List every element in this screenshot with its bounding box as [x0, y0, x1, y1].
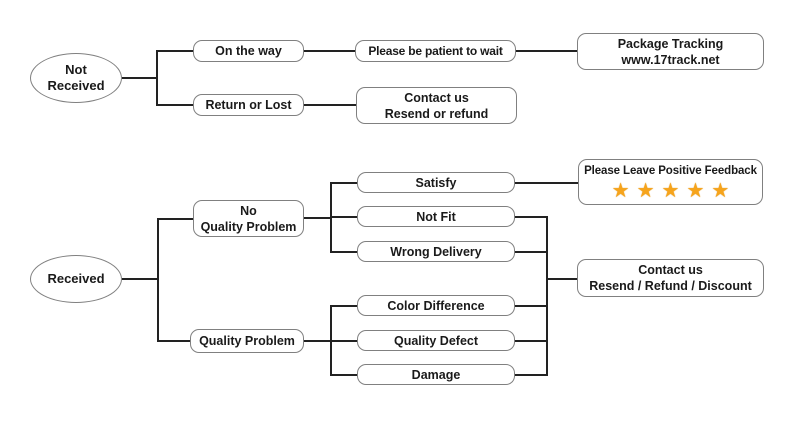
node-not-fit: Not Fit: [357, 206, 515, 227]
connector-line: [122, 77, 156, 79]
node-label: Resend or refund: [384, 106, 489, 121]
node-not-received: Not Received: [30, 53, 122, 103]
node-return-or-lost: Return or Lost: [193, 94, 304, 116]
connector-line: [515, 216, 546, 218]
connector-line: [156, 104, 193, 106]
node-received: Received: [30, 255, 122, 303]
connector-line: [515, 251, 546, 253]
node-package-tracking: Package Tracking www.17track.net: [577, 33, 764, 70]
node-label: Quality Problem: [200, 219, 297, 234]
connector-line: [156, 51, 158, 106]
connector-line: [304, 340, 330, 342]
connector-line: [330, 305, 357, 307]
connector-line: [515, 374, 546, 376]
connector-line: [546, 278, 577, 280]
node-contact-resend-refund-discount: Contact us Resend / Refund / Discount: [577, 259, 764, 297]
connector-line: [330, 340, 357, 342]
node-on-the-way: On the way: [193, 40, 304, 62]
node-label: Satisfy: [415, 175, 457, 190]
node-label: Damage: [411, 367, 461, 382]
node-quality-defect: Quality Defect: [357, 330, 515, 351]
node-label: Wrong Delivery: [390, 244, 482, 259]
node-label: On the way: [215, 44, 282, 58]
connector-line: [516, 50, 577, 52]
connector-line: [122, 278, 157, 280]
connector-line: [330, 216, 357, 218]
node-color-difference: Color Difference: [357, 295, 515, 316]
connector-line: [330, 182, 357, 184]
connector-line: [156, 50, 193, 52]
connector-line: [546, 216, 548, 376]
connector-line: [157, 340, 190, 342]
node-damage: Damage: [357, 364, 515, 385]
connector-line: [157, 218, 159, 341]
node-label: No: [240, 203, 257, 218]
node-quality-problem: Quality Problem: [190, 329, 304, 353]
node-contact-resend-refund: Contact us Resend or refund: [356, 87, 517, 124]
tracking-url: www.17track.net: [621, 52, 720, 67]
node-label: Contact us: [404, 90, 469, 105]
connector-line: [304, 104, 356, 106]
node-label: Color Difference: [387, 298, 485, 313]
star-rating-icons: ★★★★★: [611, 180, 737, 202]
node-label: Quality Problem: [199, 334, 295, 348]
node-label: Resend / Refund / Discount: [589, 279, 752, 293]
connector-line: [330, 374, 357, 376]
node-be-patient: Please be patient to wait: [355, 40, 516, 62]
connector-line: [304, 217, 330, 219]
node-no-quality-problem: No Quality Problem: [193, 200, 304, 237]
node-label: Package Tracking: [617, 36, 724, 51]
connector-line: [157, 218, 193, 220]
node-wrong-delivery: Wrong Delivery: [357, 241, 515, 262]
node-label: Please Leave Positive Feedback: [584, 165, 757, 177]
node-positive-feedback: Please Leave Positive Feedback ★★★★★: [578, 159, 763, 205]
node-label: Contact us: [638, 263, 703, 277]
connector-line: [330, 251, 357, 253]
connector-line: [515, 305, 546, 307]
node-label: Received: [47, 78, 105, 93]
node-label: Please be patient to wait: [368, 44, 503, 58]
connector-line: [515, 340, 546, 342]
connector-line: [515, 182, 578, 184]
node-label: Quality Defect: [393, 333, 479, 348]
node-label: Not Fit: [416, 209, 456, 224]
node-label: Received: [47, 271, 105, 286]
node-label: Not: [65, 62, 87, 77]
connector-line: [304, 50, 355, 52]
node-satisfy: Satisfy: [357, 172, 515, 193]
node-label: Return or Lost: [205, 98, 292, 112]
